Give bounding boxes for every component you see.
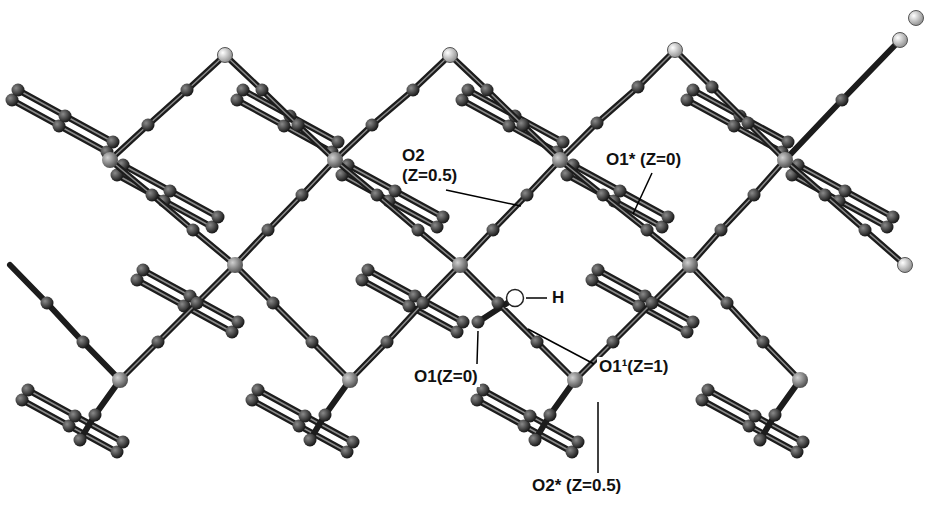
atom-label: O1(Z=0) <box>412 367 480 387</box>
atom-label: O1* (Z=0) <box>604 150 683 170</box>
atom-label: O2 (Z=0.5) <box>400 146 478 185</box>
atom-label: O2* (Z=0.5) <box>530 476 623 496</box>
atom-label: H <box>550 288 566 308</box>
atom-label: O1¹(Z=1) <box>597 357 670 377</box>
